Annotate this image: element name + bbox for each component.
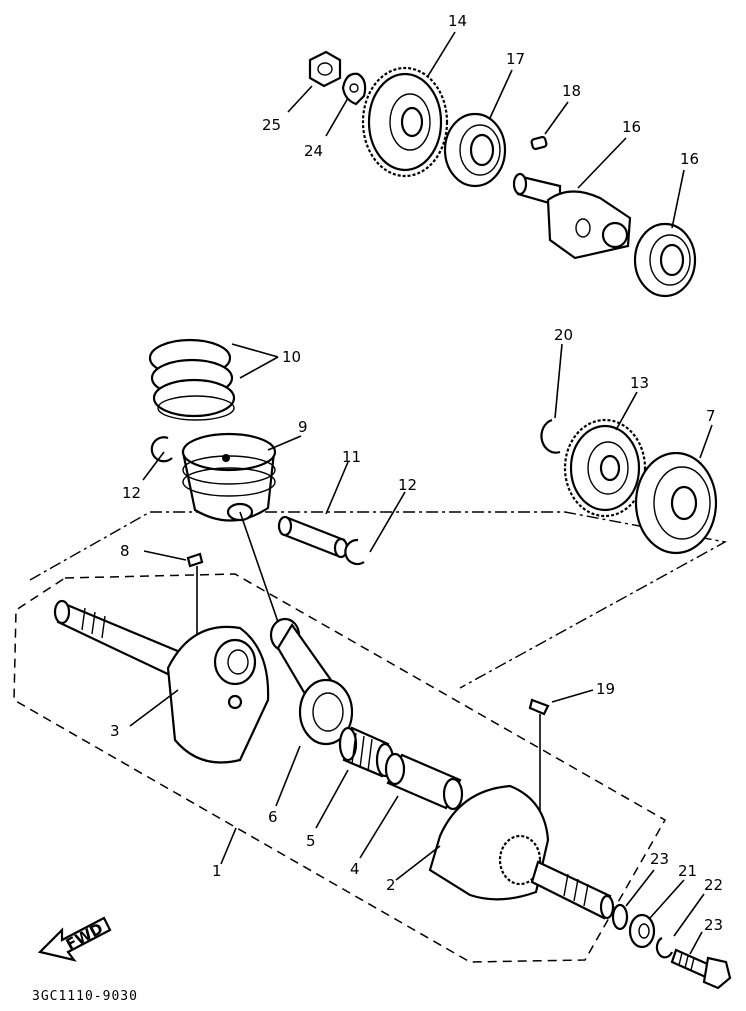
crank-pin-4 xyxy=(384,752,464,811)
leader-lines xyxy=(129,31,713,955)
balancer-gear-14 xyxy=(361,66,449,178)
bolt-23 xyxy=(670,948,732,990)
part-label-17: 18 xyxy=(562,82,581,100)
fwd-label: FWD xyxy=(63,919,106,953)
piston-pin-clip-12-left xyxy=(150,436,173,463)
part-label-19: 25 xyxy=(262,116,281,134)
washer-21 xyxy=(628,913,656,949)
part-label-16-lower: 16 xyxy=(680,150,699,168)
part-label-15: 16 xyxy=(622,118,641,136)
part-label-21: 21 xyxy=(678,862,697,880)
part-label-12-left: 12 xyxy=(122,484,141,502)
balancer-shaft-15 xyxy=(512,172,632,260)
needle-bearing-5 xyxy=(338,726,395,778)
lock-washer-22 xyxy=(655,937,674,959)
piston-pin-clip-12-right xyxy=(344,538,365,566)
piston-rings-10 xyxy=(148,338,236,421)
part-label-4: 4 xyxy=(350,860,360,878)
circlip-25 xyxy=(540,418,561,454)
part-label-3: 3 xyxy=(110,722,120,740)
woodruff-key-17 xyxy=(530,135,548,151)
spacer-24 xyxy=(611,903,629,931)
part-label-2: 2 xyxy=(386,876,396,894)
part-label-18: 24 xyxy=(304,142,323,160)
part-label-13: 13 xyxy=(630,374,649,392)
part-label-20: 19 xyxy=(596,680,615,698)
part-label-22: 22 xyxy=(704,876,723,894)
part-label-14: 14 xyxy=(448,12,467,30)
woodruff-key-20 xyxy=(528,698,550,824)
part-label-16-upper: 17 xyxy=(506,50,525,68)
part-label-10: 10 xyxy=(282,348,301,366)
crankshaft-left-3 xyxy=(53,599,270,764)
part-label-12-right: 12 xyxy=(398,476,417,494)
connecting-rod-6 xyxy=(269,617,354,746)
part-label-6: 6 xyxy=(268,808,278,826)
part-label-8: 8 xyxy=(120,542,130,560)
bearing-7 xyxy=(634,451,718,555)
bearing-16-lower xyxy=(633,222,697,298)
part-label-9: 9 xyxy=(298,418,308,436)
drawing-code: 3GC1110-9030 xyxy=(32,989,138,1004)
part-label-23b: 23 xyxy=(704,916,723,934)
bearing-16-upper xyxy=(443,112,507,188)
part-label-11: 11 xyxy=(342,448,361,466)
crankshaft-right-2 xyxy=(428,784,615,920)
part-label-5: 5 xyxy=(306,832,316,850)
part-label-24: 23 xyxy=(650,850,669,868)
piston-9 xyxy=(181,432,277,522)
piston-pin-11 xyxy=(277,515,349,559)
part-label-7: 7 xyxy=(706,407,716,425)
drive-gear-13 xyxy=(563,418,647,518)
piston-assembly-outline xyxy=(29,511,728,689)
part-label-1: 1 xyxy=(212,862,222,880)
part-labels: 25 24 14 17 18 16 16 10 9 12 11 12 20 13… xyxy=(110,12,723,934)
part-label-25: 20 xyxy=(554,326,573,344)
forward-arrow-icon: FWD xyxy=(37,916,112,962)
nut-19 xyxy=(308,50,342,88)
